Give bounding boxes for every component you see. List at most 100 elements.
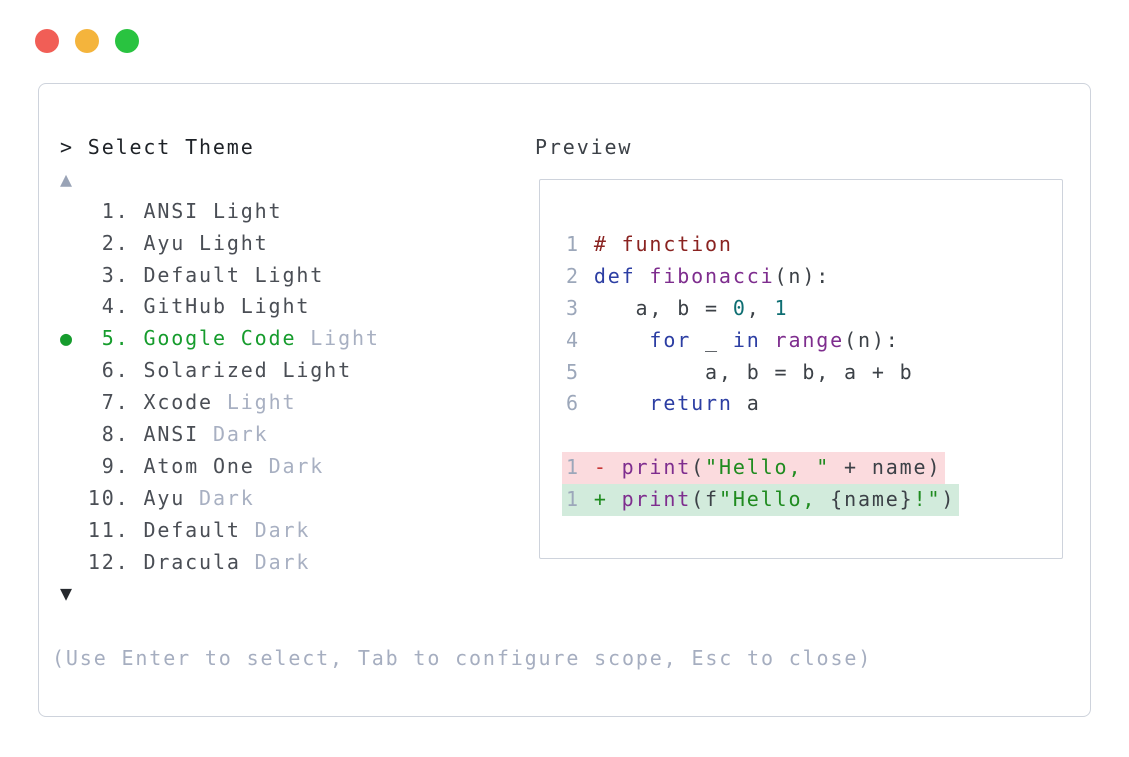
item-number: 8. <box>73 422 144 447</box>
diff-line-del: 1 - print("Hello, " + name) <box>562 452 955 485</box>
theme-list: > Select Theme ▲ 1. ANSI Light 2. Ayu Li… <box>60 132 380 610</box>
theme-list-item[interactable]: 3. Default Light <box>60 260 380 292</box>
line-number: 3 <box>566 295 594 320</box>
line-number: 1 <box>566 487 594 512</box>
theme-picker-title-row: > Select Theme <box>60 132 380 164</box>
item-number: 12. <box>73 549 144 574</box>
line-number: 1 <box>566 232 594 256</box>
token-pl: (n): <box>844 327 900 352</box>
token-pl: (n): <box>774 263 831 288</box>
token-lit: 0 <box>732 295 747 320</box>
token-com: # function <box>593 232 733 256</box>
item-number: 9. <box>73 453 144 478</box>
token-pl <box>594 328 650 352</box>
scroll-up-icon[interactable]: ▲ <box>60 166 74 191</box>
selected-bullet-icon <box>60 196 74 228</box>
item-number: 10. <box>73 485 144 510</box>
item-number: 1. <box>73 198 144 223</box>
token-del: - <box>593 455 622 480</box>
line-number: 5 <box>566 359 594 384</box>
selected-bullet-icon <box>60 228 74 260</box>
footer-hint: (Use Enter to select, Tab to configure s… <box>52 646 873 670</box>
item-name: Dracula <box>143 549 241 574</box>
token-pl: , <box>746 295 775 320</box>
item-name: Xcode <box>143 390 213 415</box>
theme-picker-panel: > Select Theme ▲ 1. ANSI Light 2. Ayu Li… <box>38 83 1091 717</box>
item-number: 3. <box>73 262 144 287</box>
selected-bullet-icon <box>60 515 74 547</box>
theme-list-item-selected[interactable]: ● 5. Google Code Light <box>60 323 380 355</box>
selected-bullet-icon <box>60 483 74 515</box>
token-pl: _ <box>691 327 733 352</box>
token-pl: a, b = <box>593 295 733 320</box>
item-name: Default <box>143 517 241 542</box>
selected-bullet-icon <box>60 355 74 387</box>
item-number: 4. <box>73 294 144 319</box>
theme-list-item[interactable]: 2. Ayu Light <box>60 228 380 260</box>
theme-list-item[interactable]: 12. Dracula Dark <box>60 547 380 579</box>
token-kw: in <box>732 327 761 352</box>
token-ins: + <box>593 487 622 512</box>
scroll-down-row: ▼ <box>60 578 380 610</box>
line-number: 6 <box>566 391 594 416</box>
code-line: 6 return a <box>566 388 955 420</box>
theme-list-item[interactable]: 11. Default Dark <box>60 515 380 547</box>
selected-bullet-icon <box>60 387 74 419</box>
scroll-up-row: ▲ <box>60 164 380 196</box>
line-number: 4 <box>566 327 594 352</box>
maximize-button-icon[interactable] <box>115 29 139 53</box>
code-line: 3 a, b = 0, 1 <box>566 293 955 325</box>
token-kw: for <box>649 327 692 352</box>
item-suffix: Dark <box>240 517 311 542</box>
selected-bullet-icon: ● <box>60 326 74 351</box>
token-lit: 1 <box>774 295 789 320</box>
selected-bullet-icon <box>60 547 74 579</box>
item-name: ANSI <box>143 422 200 447</box>
item-suffix: Dark <box>185 485 255 510</box>
theme-list-item[interactable]: 8. ANSI Dark <box>60 419 380 451</box>
line-number <box>566 423 594 447</box>
token-pl: a <box>732 391 761 416</box>
token-fn: print <box>621 487 692 512</box>
token-kw: def <box>593 263 650 288</box>
item-number: 2. <box>73 230 144 255</box>
item-name: Ayu Light <box>143 230 269 255</box>
theme-list-item[interactable]: 10. Ayu Dark <box>60 483 380 515</box>
token-fn: fibonacci <box>649 263 775 288</box>
token-pl: {name} <box>830 487 914 512</box>
token-pl: + name) <box>830 455 942 480</box>
theme-list-item[interactable]: 6. Solarized Light <box>60 355 380 387</box>
theme-list-item[interactable]: 9. Atom One Dark <box>60 451 380 483</box>
theme-list-item[interactable]: 7. Xcode Light <box>60 387 380 419</box>
code-line: 1 # function <box>566 229 955 261</box>
code-line: 2 def fibonacci(n): <box>566 261 955 293</box>
token-pl: a, b = b, a + b <box>593 359 914 384</box>
item-suffix: Light <box>212 390 297 415</box>
theme-list-item[interactable]: 4. GitHub Light <box>60 291 380 323</box>
item-number: 11. <box>73 517 144 542</box>
page-title: > Select Theme <box>60 135 255 159</box>
minimize-button-icon[interactable] <box>75 29 99 53</box>
item-suffix: Light <box>296 326 380 351</box>
item-suffix: Dark <box>199 422 269 447</box>
preview-label: Preview <box>535 135 633 159</box>
item-number: 7. <box>73 390 144 415</box>
code-line: 4 for _ in range(n): <box>566 325 955 357</box>
item-name: Google Code <box>143 326 297 351</box>
diff-line-ins: 1 + print(f"Hello, {name}!") <box>562 484 960 517</box>
token-pl <box>761 328 775 352</box>
item-number: 6. <box>73 358 144 383</box>
selected-bullet-icon <box>60 451 74 483</box>
theme-list-item[interactable]: 1. ANSI Light <box>60 196 380 228</box>
close-button-icon[interactable] <box>35 29 59 53</box>
token-pl: (f <box>691 487 719 512</box>
token-pl: ( <box>691 455 706 480</box>
line-number: 1 <box>566 455 594 480</box>
code-line <box>566 420 955 452</box>
token-str: "Hello, <box>718 487 831 512</box>
item-suffix: Dark <box>254 453 325 478</box>
scroll-down-icon[interactable]: ▼ <box>60 581 74 606</box>
token-pl: ) <box>941 487 956 512</box>
